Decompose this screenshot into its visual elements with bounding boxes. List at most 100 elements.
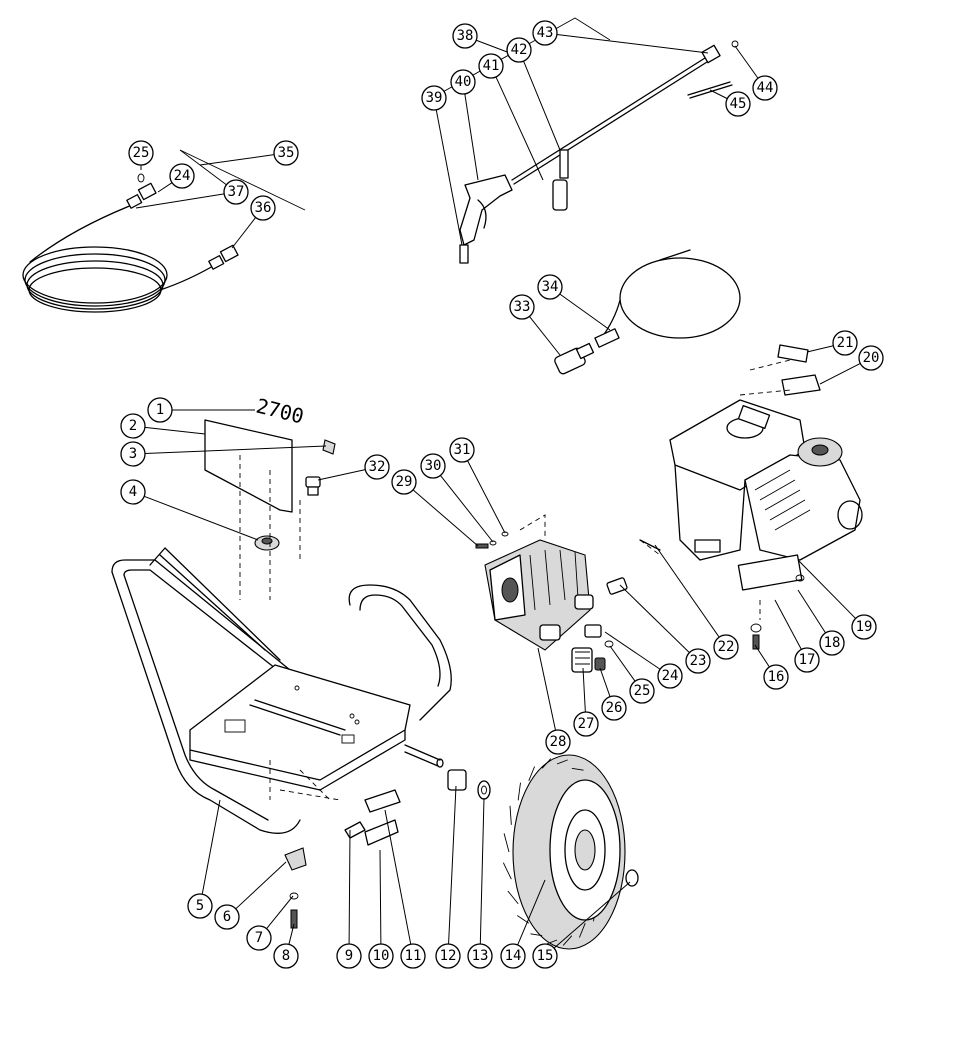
callout-leader-line — [599, 667, 611, 697]
callout-leader-line — [479, 797, 485, 945]
callout-37: 37 — [135, 179, 249, 209]
callout-circle — [214, 904, 240, 930]
callout-number: 42 — [511, 42, 528, 58]
callout-15: 15 — [532, 881, 631, 969]
callout-circle — [506, 37, 532, 63]
tread-mark — [509, 805, 512, 825]
callout-circle — [657, 663, 683, 689]
callout-leader-line — [556, 33, 709, 54]
callout-number: 10 — [373, 948, 390, 964]
callout-leader-line — [654, 544, 720, 638]
callout-leader-line — [774, 599, 802, 650]
callout-circle — [250, 195, 276, 221]
callout-43: 43 — [532, 20, 709, 54]
callout-leader-line — [523, 60, 561, 151]
callout-4: 4 — [120, 479, 259, 541]
callout-circle — [832, 330, 858, 356]
chemical-tube — [554, 249, 741, 375]
callout-24: 24 — [157, 163, 195, 193]
callout-circle — [421, 85, 447, 111]
callout-number: 37 — [228, 184, 245, 200]
callout-number: 19 — [856, 619, 873, 635]
callout-circle — [368, 943, 394, 969]
callout-leader-line — [709, 89, 728, 100]
callout-circle — [858, 345, 884, 371]
callout-7: 7 — [246, 895, 294, 951]
callout-circle — [794, 647, 820, 673]
callout-circle — [752, 75, 778, 101]
callout-number: 22 — [718, 639, 735, 655]
callout-number: 5 — [196, 898, 204, 914]
callout-leader-line — [235, 861, 287, 910]
callout-leader-line — [529, 316, 561, 356]
callout-number: 24 — [174, 168, 191, 184]
callout-leader-line — [537, 647, 556, 731]
callout-number: 3 — [129, 446, 137, 462]
callout-number: 1 — [156, 402, 164, 418]
callout-circle — [685, 648, 711, 674]
callout-number: 44 — [757, 80, 774, 96]
callout-leader-line — [797, 589, 826, 634]
callout-number: 25 — [133, 145, 150, 161]
callout-number: 45 — [730, 96, 747, 112]
callout-leader-line — [819, 363, 861, 385]
callout-number: 33 — [514, 299, 531, 315]
callout-number: 6 — [223, 909, 231, 925]
callout-leader-line — [609, 645, 636, 682]
callout-44: 44 — [734, 45, 778, 101]
callout-number: 29 — [396, 474, 413, 490]
callout-circle — [336, 943, 362, 969]
callout-circle — [449, 437, 475, 463]
callout-leader-line — [440, 475, 494, 543]
wheel — [502, 754, 639, 950]
tread-mark — [502, 862, 512, 880]
callout-leader-line — [797, 559, 856, 619]
callout-number: 12 — [440, 948, 457, 964]
callout-circle — [246, 925, 272, 951]
callout-circle — [147, 397, 173, 423]
callout-40: 40 — [450, 69, 479, 181]
callout-circle — [223, 179, 249, 205]
callout-circle — [120, 413, 146, 439]
high-pressure-hose — [22, 149, 306, 313]
callout-32: 32 — [317, 454, 390, 481]
callout-leader-line — [619, 584, 690, 653]
callout-circle — [187, 893, 213, 919]
callout-circle — [391, 469, 417, 495]
tread-mark — [546, 939, 558, 945]
callout-number: 21 — [837, 335, 854, 351]
decal-text: 2700 — [254, 394, 307, 429]
callout-number: 17 — [799, 652, 816, 668]
callout-12: 12 — [435, 785, 461, 969]
callout-leader-line — [288, 923, 295, 945]
frame-hardware — [284, 769, 491, 929]
callout-number: 26 — [606, 700, 623, 716]
callout-number: 8 — [282, 948, 290, 964]
tread-mark — [503, 833, 510, 853]
callout-circle — [601, 695, 627, 721]
callout-leader-line — [582, 667, 586, 713]
callout-leader-line — [806, 345, 834, 353]
callout-number: 13 — [472, 948, 489, 964]
tread-mark — [556, 759, 568, 765]
callout-11: 11 — [384, 809, 426, 969]
callout-circle — [420, 453, 446, 479]
callout-number: 2 — [129, 418, 137, 434]
callout-leader-line — [201, 799, 221, 895]
callout-38: 38 — [452, 23, 516, 56]
callout-6: 6 — [214, 861, 287, 930]
callout-22: 22 — [654, 544, 739, 660]
callout-leader-line — [231, 217, 257, 249]
callout-circle — [629, 678, 655, 704]
callout-20: 20 — [819, 345, 884, 385]
callout-circle — [478, 53, 504, 79]
callout-leader-line — [754, 644, 770, 668]
callout-circle — [851, 614, 877, 640]
callout-45: 45 — [709, 89, 751, 117]
callout-circle — [509, 294, 535, 320]
tread-mark — [517, 782, 521, 801]
callout-14: 14 — [500, 879, 546, 969]
callout-number: 39 — [426, 90, 443, 106]
callout-leader-line — [467, 460, 506, 534]
